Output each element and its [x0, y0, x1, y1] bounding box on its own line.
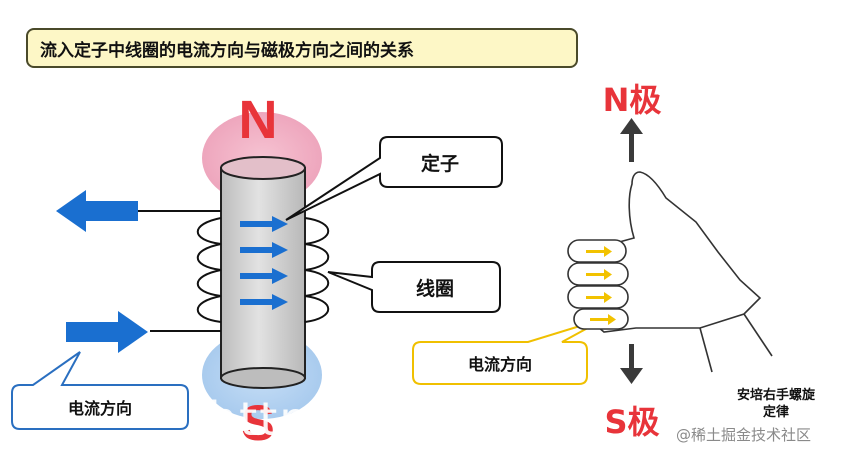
current-arrow-icon	[240, 242, 288, 258]
ampere-rule-line1: 安培右手螺旋	[736, 388, 815, 403]
current-arrow-icon	[240, 268, 288, 284]
coil-label: 线圈	[415, 277, 454, 300]
ampere-rule-line2: 定律	[762, 405, 789, 420]
stator-label: 定子	[420, 152, 459, 175]
stator-callout-box	[285, 136, 503, 221]
coil-callout-box	[327, 261, 501, 313]
south-pole-left: S	[241, 395, 274, 451]
watermark-right: @稀土掘金技术社区	[676, 426, 812, 444]
current-arrow-icon	[240, 216, 288, 232]
diagram-title: 流入定子中线圈的电流方向与磁极方向之间的关系	[26, 28, 578, 68]
current-callout-box-right	[412, 317, 607, 385]
current-arrow-icon	[240, 294, 288, 310]
blue-arrow-left-icon	[56, 190, 138, 232]
current-direction-label-left: 电流方向	[67, 399, 132, 418]
current-arrow-icon	[586, 269, 612, 280]
arrow-down-icon	[620, 344, 643, 384]
right-hand-icon	[567, 171, 773, 373]
south-pole-right: S极	[604, 403, 659, 441]
current-direction-label-right: 电流方向	[467, 355, 532, 374]
current-arrow-icon	[586, 246, 612, 257]
stator-cylinder	[220, 156, 306, 389]
ampere-rule-label: 安培右手螺旋 定律	[718, 382, 834, 426]
current-arrows-hand	[586, 246, 616, 325]
blue-arrow-right-icon	[66, 311, 148, 353]
current-callout-box-left	[11, 351, 189, 430]
current-arrow-icon	[586, 292, 612, 303]
current-arrow-icon	[590, 314, 616, 325]
current-arrows-stator	[240, 216, 288, 310]
watermark-url: https:	[208, 392, 354, 446]
north-pole-left: N	[239, 90, 278, 150]
north-pole-right: N极	[603, 81, 662, 119]
arrow-up-icon	[620, 118, 643, 162]
